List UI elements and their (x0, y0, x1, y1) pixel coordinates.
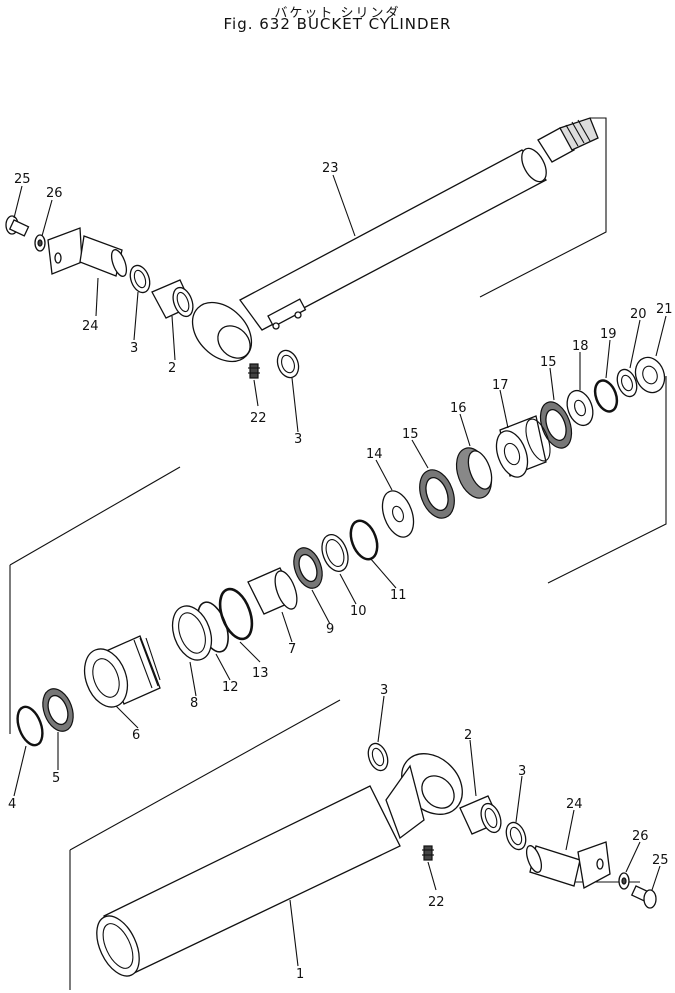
label-6: 6 (132, 728, 140, 743)
part-1-cylinder-tube (96, 753, 463, 977)
part-18-washer (566, 389, 594, 427)
part-22-grease-fitting-lower (422, 845, 434, 861)
part-25-bolt-lower (630, 885, 657, 909)
part-2-bushing-lower (459, 795, 502, 835)
part-22-grease-fitting-upper (248, 363, 260, 379)
label-24-upper: 24 (82, 319, 99, 334)
label-2-lower: 2 (464, 728, 472, 743)
label-21: 21 (656, 302, 673, 317)
part-10-backup-ring (321, 534, 349, 572)
part-21-nut (634, 356, 666, 394)
part-16-seal (455, 447, 493, 499)
part-5-dust-seal (42, 688, 74, 732)
label-14: 14 (366, 447, 383, 462)
label-26-lower: 26 (632, 829, 649, 844)
label-4: 4 (8, 797, 16, 812)
label-17: 17 (492, 378, 509, 393)
label-16: 16 (450, 401, 467, 416)
label-18: 18 (572, 339, 589, 354)
leader-lines (13, 174, 667, 967)
part-14-cushion-plate (381, 490, 415, 538)
label-13: 13 (252, 666, 269, 681)
label-3-upper-b: 3 (294, 432, 302, 447)
label-24-lower: 24 (566, 797, 583, 812)
part-15-wear-ring-left (419, 469, 455, 519)
part-24-pin-lower (525, 841, 611, 890)
part-9-rod-seal (293, 547, 323, 589)
part-8-plate (171, 605, 213, 661)
label-12: 12 (222, 680, 239, 695)
label-9: 9 (326, 622, 334, 637)
figure-title-japanese: バケット シリンダ (274, 6, 401, 21)
label-25-upper: 25 (14, 172, 31, 187)
part-6-cylinder-head (83, 635, 161, 708)
part-labels: 25 26 24 3 2 23 22 3 21 20 19 18 15 17 1… (8, 161, 673, 982)
label-10: 10 (350, 604, 367, 619)
part-19-snap-ring (593, 379, 619, 413)
label-20: 20 (630, 307, 647, 322)
label-8: 8 (190, 696, 198, 711)
label-26-upper: 26 (46, 186, 63, 201)
label-15-right: 15 (540, 355, 557, 370)
label-23: 23 (322, 161, 339, 176)
part-3-seal-upper-a (129, 264, 151, 294)
label-3-lower-a: 3 (380, 683, 388, 698)
part-3-seal-lower-b (505, 821, 527, 851)
part-15-wear-ring-right (539, 401, 573, 449)
part-17-piston (495, 415, 551, 478)
label-22-lower: 22 (428, 895, 445, 910)
part-24-pin-upper (47, 227, 128, 277)
part-4-snap-ring (16, 705, 44, 747)
label-22-upper: 22 (250, 411, 267, 426)
part-3-seal-upper-b (276, 349, 300, 379)
label-11: 11 (390, 588, 407, 603)
label-3-lower-b: 3 (518, 764, 526, 779)
part-26-washer-lower (618, 872, 630, 890)
label-5: 5 (52, 771, 60, 786)
label-25-lower: 25 (652, 853, 669, 868)
figure-title-english: Fig. 632 BUCKET CYLINDER (223, 15, 452, 33)
label-7: 7 (288, 642, 296, 657)
part-7-spacer (247, 567, 298, 615)
part-26-washer-upper (34, 234, 46, 252)
part-23-piston-rod (191, 117, 599, 363)
label-1: 1 (296, 967, 304, 982)
label-3-upper-a: 3 (130, 341, 138, 356)
label-2-upper: 2 (168, 361, 176, 376)
part-11-snap-ring (349, 519, 379, 561)
part-20-ring (616, 368, 638, 398)
label-15-left: 15 (402, 427, 419, 442)
label-19: 19 (600, 327, 617, 342)
part-2-bushing-upper (151, 279, 194, 319)
part-25-bolt-upper (5, 215, 30, 237)
part-3-seal-lower-a (367, 742, 389, 772)
